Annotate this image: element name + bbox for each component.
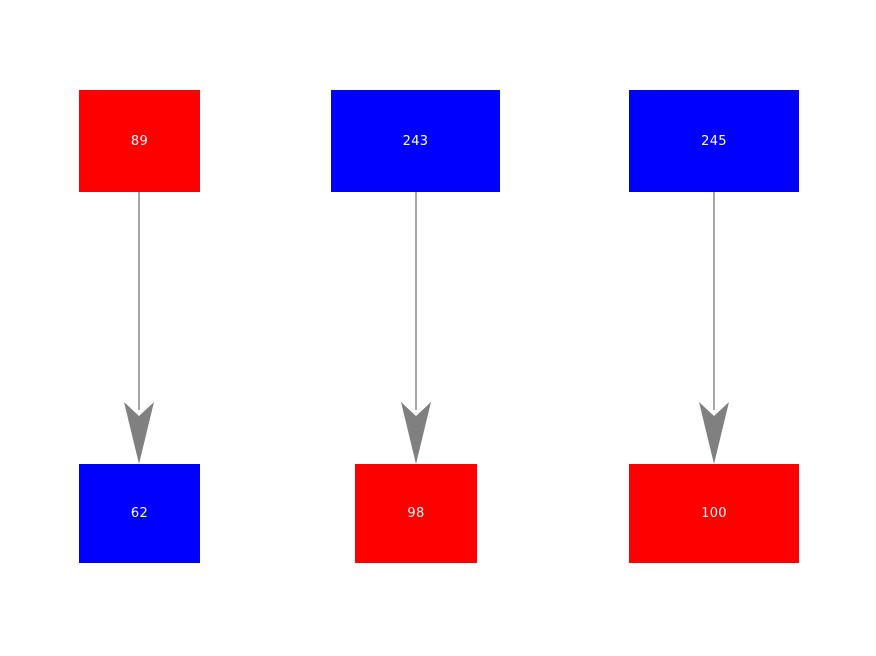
node-label: 98 bbox=[407, 506, 425, 521]
node-n4[interactable]: 62 bbox=[79, 464, 200, 563]
edge-n3-n6 bbox=[699, 192, 729, 464]
edge-n2-n5 bbox=[401, 192, 431, 464]
arrowhead-icon bbox=[699, 402, 729, 464]
arrowhead-icon bbox=[124, 402, 154, 464]
node-label: 62 bbox=[130, 506, 149, 521]
node-n3[interactable]: 245 bbox=[629, 90, 799, 192]
node-n1[interactable]: 89 bbox=[79, 90, 200, 192]
node-label: 243 bbox=[402, 133, 429, 149]
node-n6[interactable]: 100 bbox=[629, 464, 799, 563]
node-label: 245 bbox=[701, 133, 727, 149]
node-label: 100 bbox=[701, 506, 727, 521]
node-n2[interactable]: 243 bbox=[331, 90, 500, 192]
node-label: 89 bbox=[130, 133, 149, 149]
arrowhead-icon bbox=[401, 402, 431, 464]
edge-n1-n4 bbox=[124, 192, 154, 464]
node-n5[interactable]: 98 bbox=[355, 464, 477, 563]
